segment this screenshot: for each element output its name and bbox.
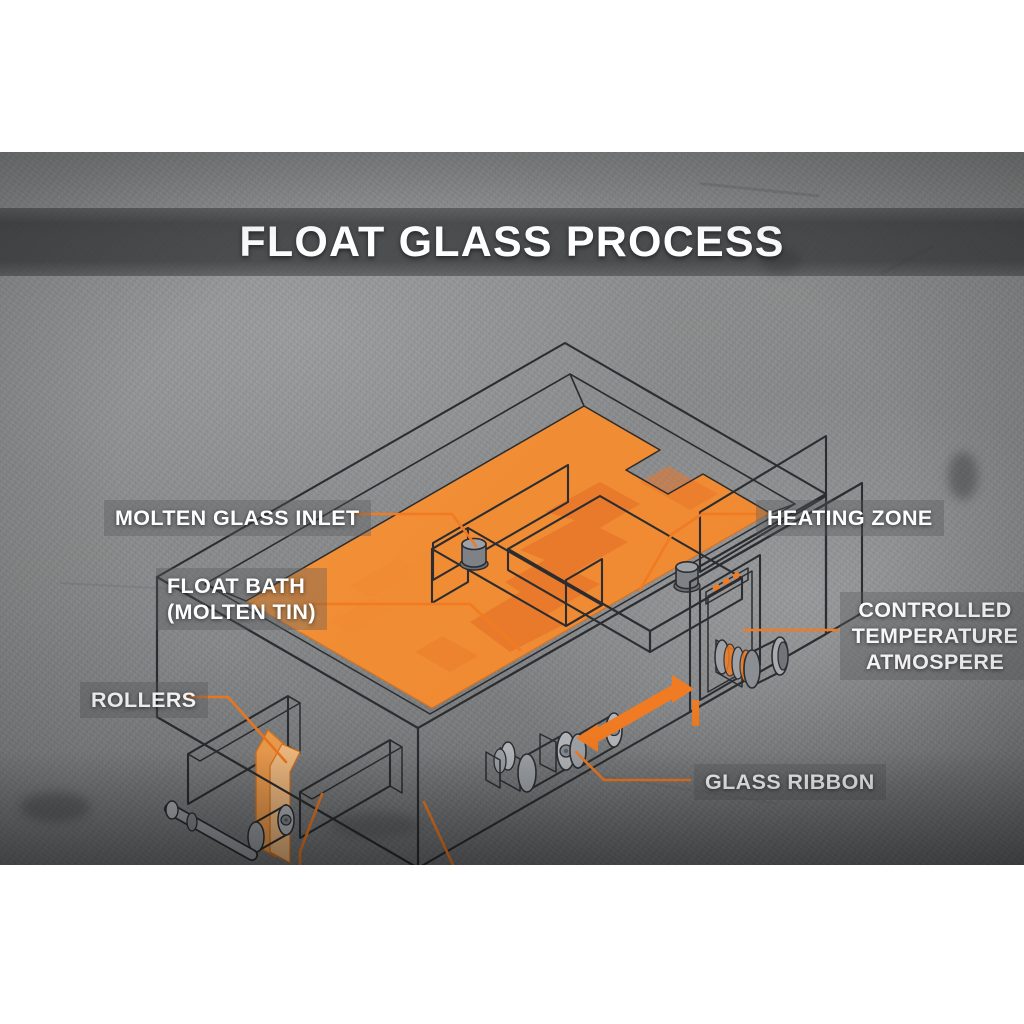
upper-housing — [431, 463, 570, 582]
label-glass-ribbon: GLASS RIBBON — [694, 764, 886, 800]
annealing-lehr-section — [164, 694, 403, 865]
leader-molten-glass-inlet — [350, 512, 478, 548]
leader-uniform-thickness — [422, 800, 455, 865]
label-controlled-line3: ATMOSPERE — [851, 649, 1019, 675]
label-controlled-line2: TEMPERATURE — [851, 623, 1019, 649]
callout-leader-lines — [184, 512, 840, 865]
leader-glass-ribbon — [574, 750, 692, 782]
title-banner — [0, 208, 1024, 276]
label-molten-glass-inlet: MOLTEN GLASS INLET — [104, 500, 371, 536]
heating-zone-housing — [688, 434, 864, 714]
leader-heating-zone — [638, 512, 758, 592]
label-float-bath-line1: FLOAT BATH — [167, 573, 316, 599]
leader-rollers — [184, 695, 288, 764]
label-float-bath-line2: (MOLTEN TIN) — [167, 599, 316, 625]
diagram-canvas: FLOAT GLASS PROCESS MOLTEN GLASS INLET F… — [0, 152, 1024, 865]
label-controlled-temperature-atmosphere: CONTROLLED TEMPERATURE ATMOSPERE — [840, 592, 1024, 680]
page-title: FLOAT GLASS PROCESS — [0, 210, 1024, 274]
label-float-bath: FLOAT BATH (MOLTEN TIN) — [156, 568, 327, 630]
label-rollers: ROLLERS — [80, 682, 208, 718]
label-heating-zone: HEATING ZONE — [756, 500, 944, 536]
texture-blot — [20, 792, 90, 822]
roll-assembly-right — [714, 636, 789, 689]
canvas-vignette — [0, 152, 1024, 865]
label-controlled-line1: CONTROLLED — [851, 597, 1019, 623]
texture-blot — [948, 452, 978, 500]
mid-roller-drums — [485, 712, 623, 793]
bath-inner-rail-left — [204, 373, 796, 602]
leader-annealing-lehr — [298, 792, 324, 865]
furnace-roof-slab — [506, 494, 744, 654]
process-direction-arrows — [576, 675, 700, 752]
heating-zone-nozzle — [673, 560, 701, 593]
leader-float-bath — [310, 602, 522, 652]
float-glass-machine-illustration — [155, 341, 864, 865]
